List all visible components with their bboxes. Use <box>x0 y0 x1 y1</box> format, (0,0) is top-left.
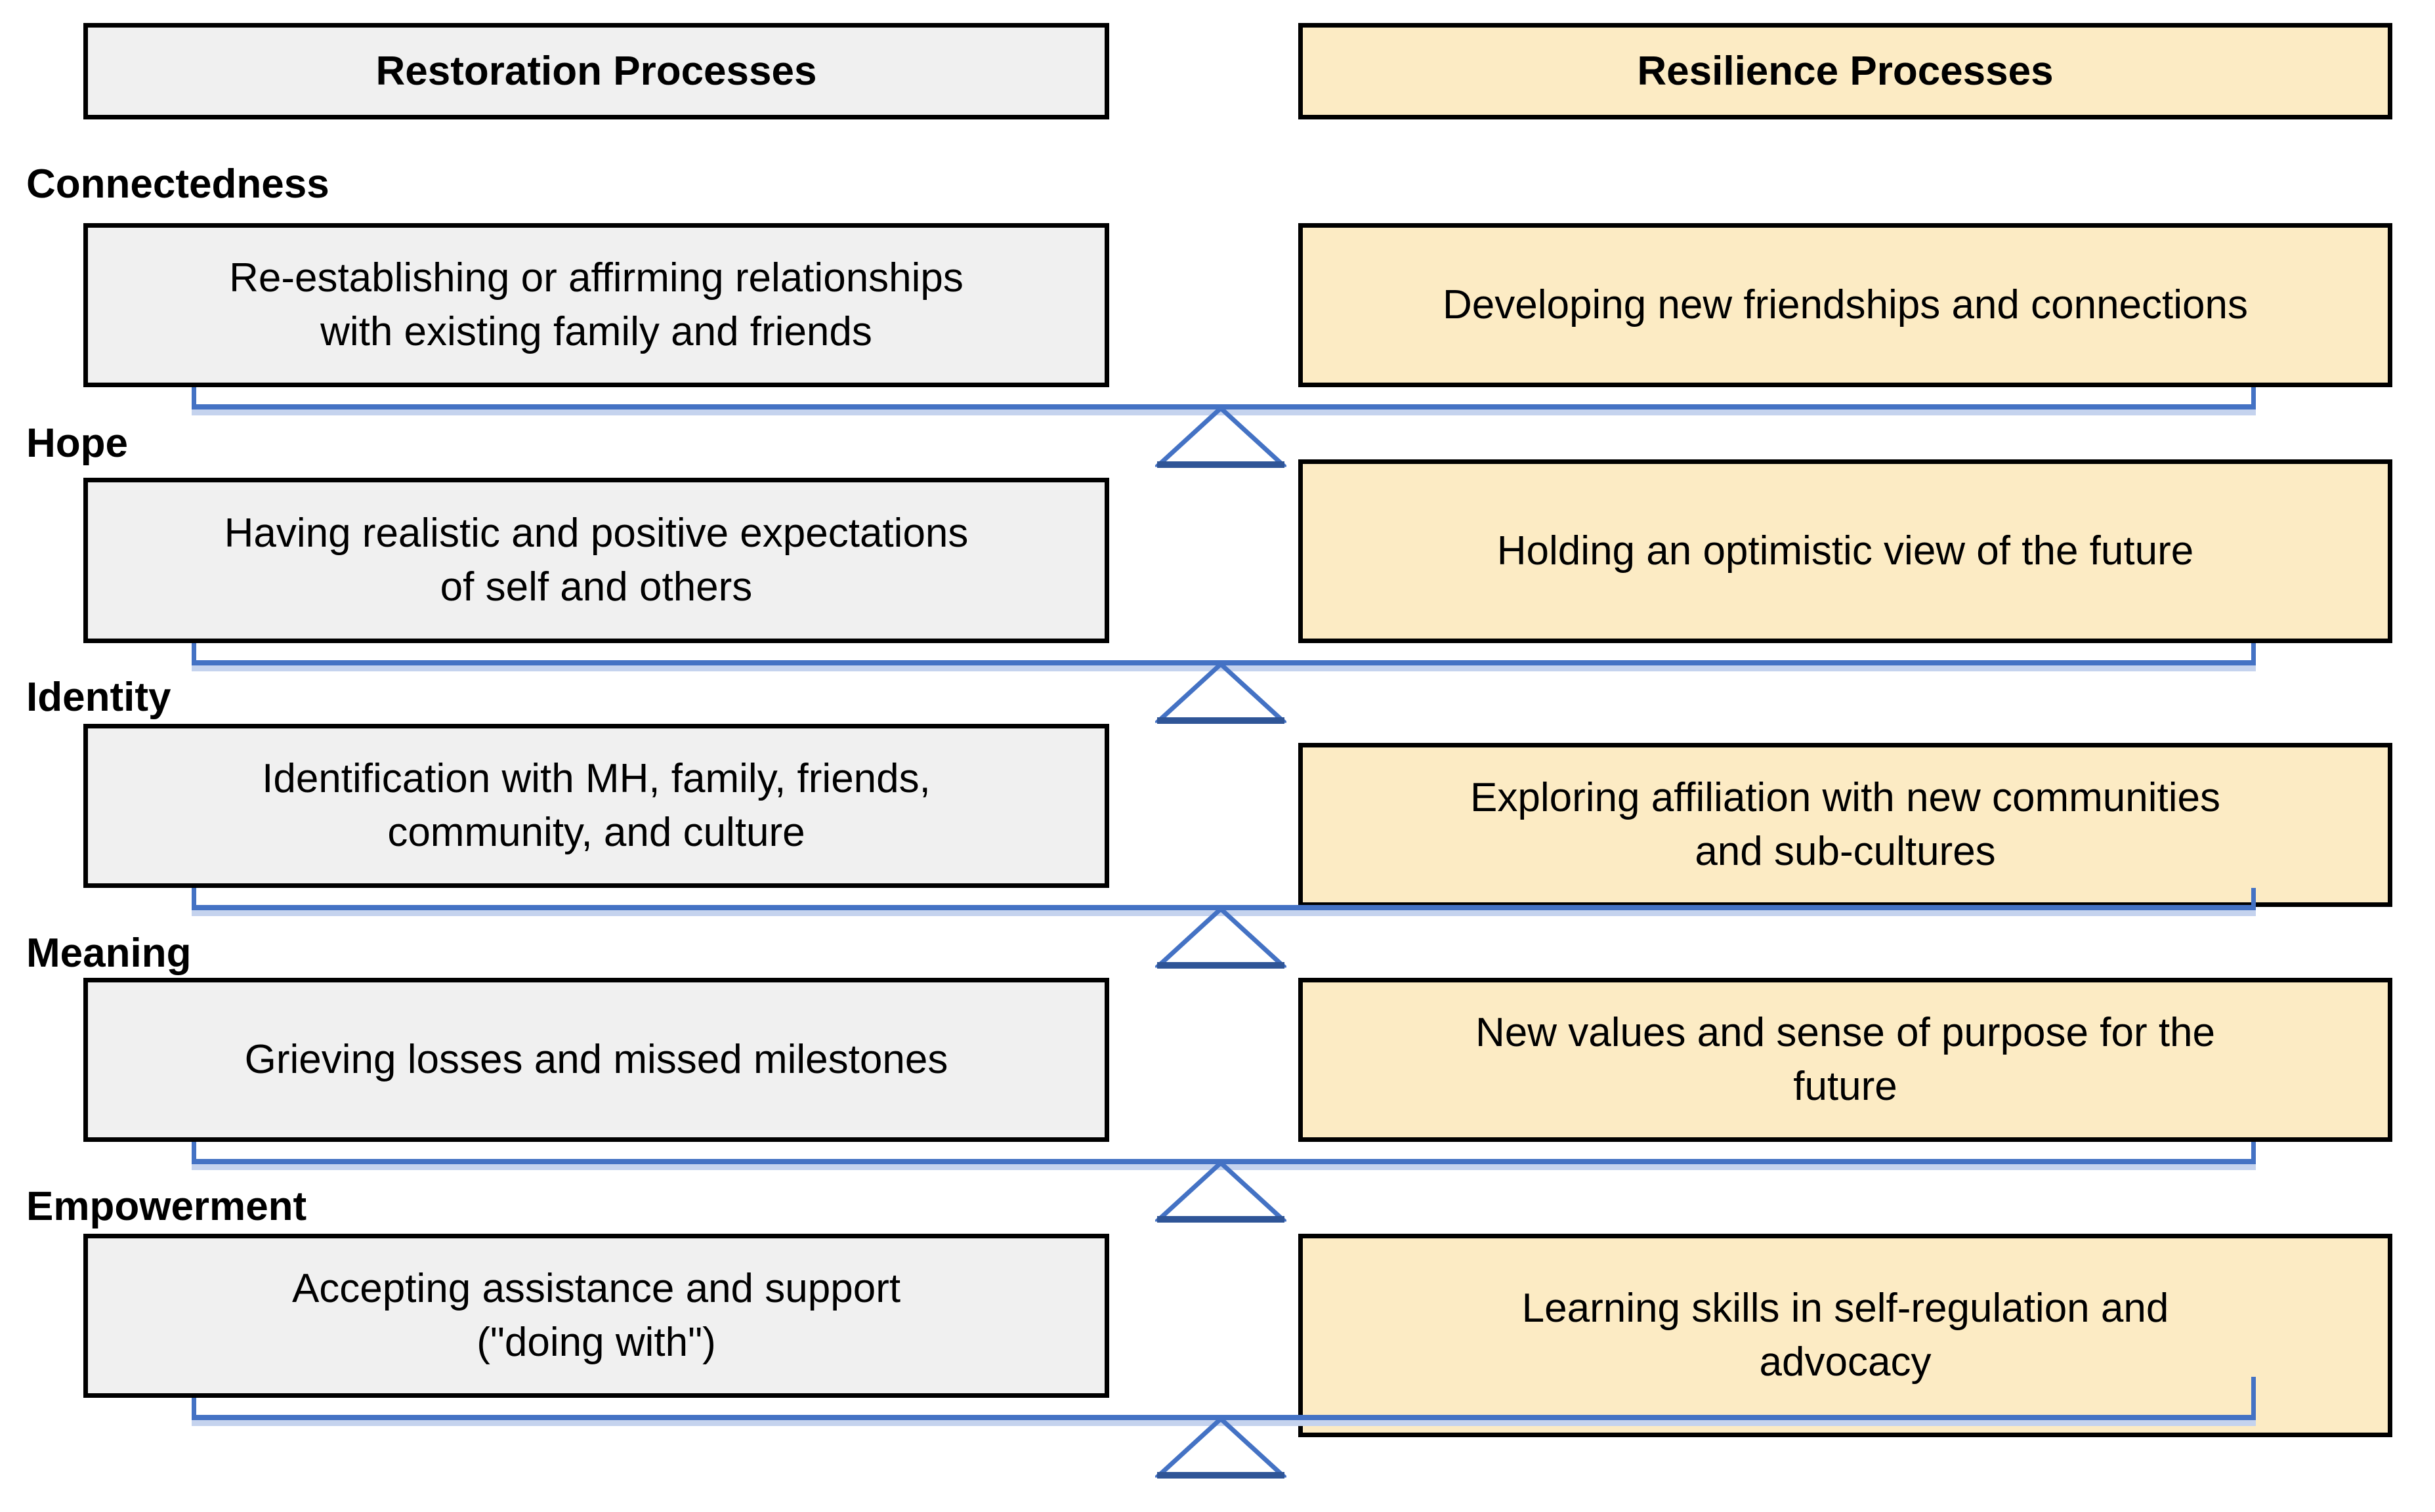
triangle-up-icon-3 <box>1155 906 1286 969</box>
connector-1-stub-right <box>2251 387 2256 410</box>
header-label-restoration: Restoration Processes <box>375 48 817 94</box>
header-label-resilience: Resilience Processes <box>1637 48 2054 94</box>
triangle-up-icon-2 <box>1155 661 1286 724</box>
cell-text-empowerment-restoration: Accepting assistance and support ("doing… <box>291 1266 901 1365</box>
row-label-empowerment: Empowerment <box>26 1184 307 1229</box>
row-label-hope: Hope <box>26 421 128 466</box>
triangle-up-icon-5 <box>1155 1416 1286 1479</box>
cell-empowerment-resilience: Learning skills in self-regulation and a… <box>1298 1234 2392 1437</box>
cell-meaning-resilience: New values and sense of purpose for the … <box>1298 978 2392 1142</box>
connector-1-stub-left <box>192 387 196 410</box>
connector-4-stub-left <box>192 1142 196 1164</box>
cell-text-meaning-restoration: Grieving losses and missed milestones <box>244 1037 948 1083</box>
cell-identity-restoration: Identification with MH, family, friends,… <box>83 724 1109 888</box>
cell-empowerment-restoration: Accepting assistance and support ("doing… <box>83 1234 1109 1398</box>
cell-identity-resilience: Exploring affiliation with new communiti… <box>1298 743 2392 907</box>
connector-2-rail <box>192 660 2256 671</box>
connector-3-stub-left <box>192 888 196 910</box>
cell-text-connectedness-restoration: Re-establishing or affirming relationshi… <box>229 255 963 354</box>
cell-text-identity-restoration: Identification with MH, family, friends,… <box>262 756 931 855</box>
connector-2-stub-right <box>2251 643 2256 665</box>
connector-5-stub-left <box>192 1398 196 1420</box>
cell-connectedness-resilience: Developing new friendships and connectio… <box>1298 223 2392 387</box>
triangle-up-icon-4 <box>1155 1160 1286 1223</box>
header-box-restoration: Restoration Processes <box>83 23 1109 119</box>
row-label-connectedness: Connectedness <box>26 161 329 207</box>
cell-text-hope-restoration: Having realistic and positive expectatio… <box>224 511 969 610</box>
connector-2-stub-left <box>192 643 196 665</box>
cell-text-meaning-resilience: New values and sense of purpose for the … <box>1475 1010 2216 1109</box>
cell-text-empowerment-resilience: Learning skills in self-regulation and a… <box>1521 1286 2169 1385</box>
cell-text-identity-resilience: Exploring affiliation with new communiti… <box>1470 775 2220 874</box>
connector-4-stub-right <box>2251 1142 2256 1164</box>
cell-hope-restoration: Having realistic and positive expectatio… <box>83 478 1109 643</box>
cell-connectedness-restoration: Re-establishing or affirming relationshi… <box>83 223 1109 387</box>
cell-text-connectedness-resilience: Developing new friendships and connectio… <box>1442 282 2248 328</box>
row-label-identity: Identity <box>26 675 171 720</box>
header-box-resilience: Resilience Processes <box>1298 23 2392 119</box>
cell-text-hope-resilience: Holding an optimistic view of the future <box>1496 528 2194 574</box>
connector-4-rail <box>192 1159 2256 1170</box>
cell-hope-resilience: Holding an optimistic view of the future <box>1298 459 2392 643</box>
triangle-up-icon-1 <box>1155 405 1286 468</box>
connector-1-rail <box>192 404 2256 415</box>
row-label-meaning: Meaning <box>26 931 192 976</box>
cell-meaning-restoration: Grieving losses and missed milestones <box>83 978 1109 1142</box>
